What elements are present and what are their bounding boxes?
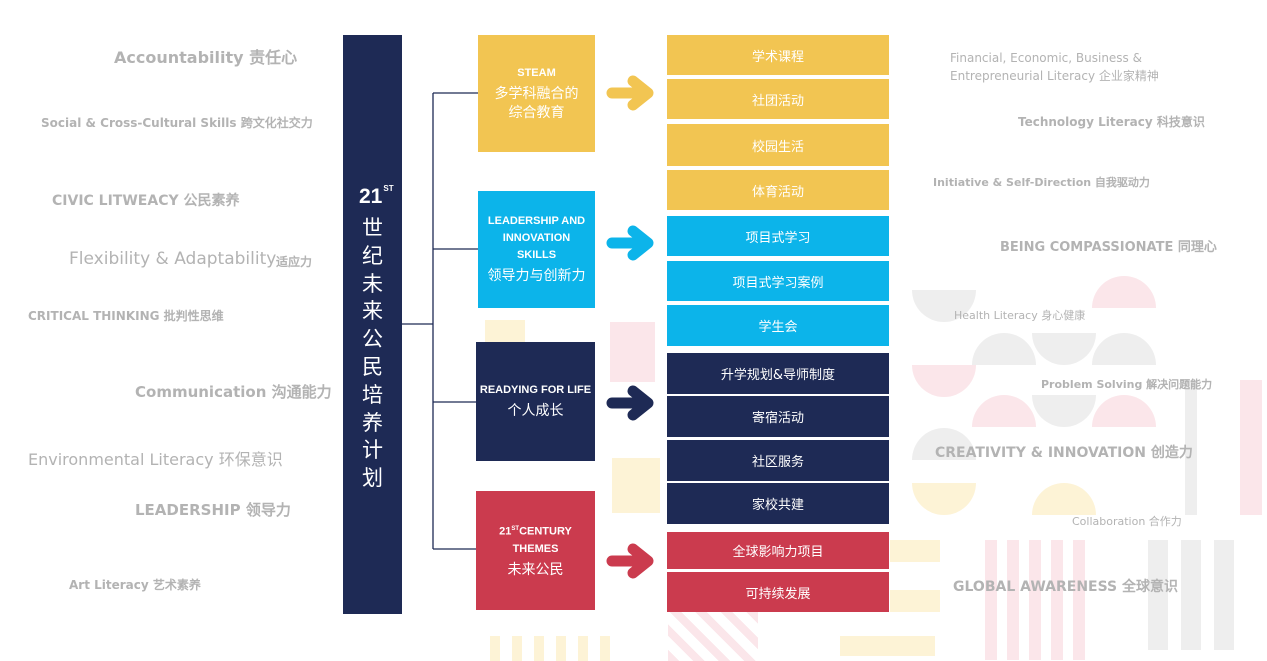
skill-financial-literacy-line2: Entrepreneurial Literacy 企业家精神 [950,69,1159,83]
skill-collaboration: Collaboration 合作力 [1072,515,1182,528]
item-campus-life: 校园生活 [667,124,889,166]
skill-social-cross-cultural: Social & Cross-Cultural Skills 跨文化社交力 [41,116,313,130]
skill-problem-solving: Problem Solving 解决问题能力 [1041,378,1213,391]
spine-number: 21ST [359,184,394,208]
item-club-activities: 社团活动 [667,79,889,119]
spine-title: 世纪未来公民培养计划 [362,216,383,491]
pillar-readying-for-life: READYING FOR LIFE 个人成长 [476,342,595,461]
item-school-family-partnership: 家校共建 [667,483,889,524]
skill-initiative-self-direction: Initiative & Self-Direction 自我驱动力 [933,176,1150,189]
deco-gray-bars [1185,380,1197,515]
deco-pink-bar [1240,380,1262,515]
item-community-service: 社区服务 [667,440,889,481]
deco-pink-block [610,322,655,382]
deco-yellow-block [485,320,525,342]
arrow-leadership [606,225,654,261]
arrow-themes [606,543,654,579]
skill-communication: Communication 沟通能力 [135,383,332,401]
arrow-steam [606,75,654,111]
item-sports-activities: 体育活动 [667,170,889,210]
skill-health-literacy: Health Literacy 身心健康 [954,309,1086,322]
deco-yellow-block [840,636,935,656]
arrow-life [606,385,654,421]
skill-global-awareness: GLOBAL AWARENESS 全球意识 [953,579,1179,595]
deco-pink-stripes [985,540,1095,660]
skill-flexibility: Flexibility & Adaptability [69,249,277,269]
pillar-21st-century-themes: 21STCENTURY THEMES 未来公民 [476,491,595,610]
skill-civic-literacy: CIVIC LITWEACY 公民素养 [52,193,240,209]
deco-gray-squares [1148,540,1238,650]
pillar-steam: STEAM 多学科融合的综合教育 [478,35,595,152]
deco-yellow-block [890,540,940,562]
skill-leadership: LEADERSHIP 领导力 [135,501,291,519]
deco-yellow-block [890,590,940,612]
item-pbl-cases: 项目式学习案例 [667,261,889,301]
skill-environmental-literacy: Environmental Literacy 环保意识 [28,450,283,469]
item-sustainable-development: 可持续发展 [667,572,889,612]
item-project-based-learning: 项目式学习 [667,216,889,256]
skill-flexibility-zh: 适应力 [276,255,313,269]
skill-being-compassionate: BEING COMPASSIONATE 同理心 [1000,240,1217,255]
skill-financial-literacy-line1: Financial, Economic, Business & [950,51,1142,65]
deco-pink-stripes [668,610,758,661]
item-college-planning-mentorship: 升学规划&导师制度 [667,353,889,394]
item-student-council: 学生会 [667,305,889,346]
item-academic-courses: 学术课程 [667,35,889,75]
deco-yellow-block [490,636,620,661]
skill-technology-literacy: Technology Literacy 科技意识 [1018,115,1205,129]
deco-yellow-block [612,458,660,513]
program-spine: 21ST 世纪未来公民培养计划 [343,35,402,614]
skill-accountability: Accountability 责任心 [114,48,298,67]
item-boarding-activities: 寄宿活动 [667,396,889,437]
item-global-impact-projects: 全球影响力项目 [667,532,889,569]
skill-critical-thinking: CRITICAL THINKING 批判性思维 [28,309,224,323]
skill-creativity-innovation: CREATIVITY & INNOVATION 创造力 [935,445,1193,461]
skill-art-literacy: Art Literacy 艺术素养 [69,578,201,592]
